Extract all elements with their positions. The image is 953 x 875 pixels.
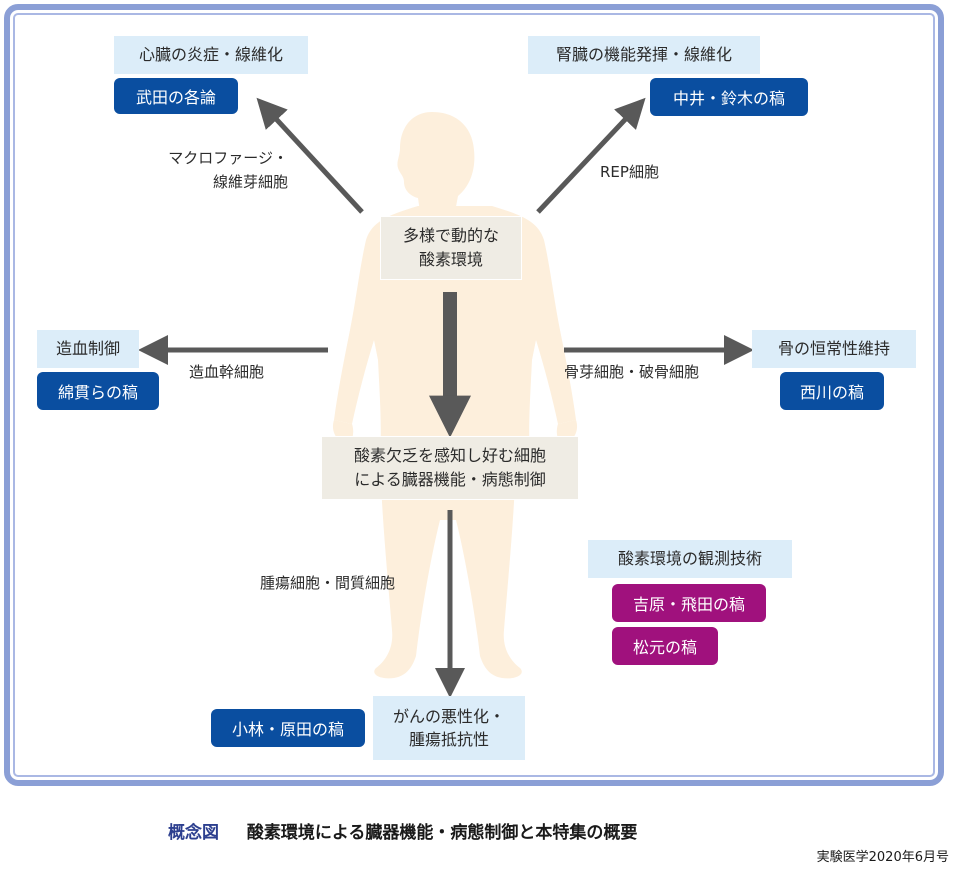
diagram-frame	[4, 4, 944, 786]
measurement-author-badge-2[interactable]: 松元の稿	[612, 627, 718, 665]
source-citation: 実験医学2020年6月号	[816, 850, 949, 865]
heart-author-badge[interactable]: 武田の各論	[114, 78, 238, 114]
cancer-topic-line2: 腫瘍抵抗性	[408, 730, 489, 749]
bone-topic-label: 骨の恒常性維持	[752, 330, 916, 368]
heart-cells-line2: 線維芽細胞	[212, 173, 288, 191]
head	[397, 112, 475, 212]
blood-author-badge[interactable]: 綿貫らの稿	[37, 372, 159, 410]
heart-cells-line1: マクロファージ・	[168, 149, 288, 167]
legs	[374, 460, 522, 679]
cancer-topic-line1: がんの悪性化・	[392, 706, 505, 726]
heart-topic-label: 心臓の炎症・線維化	[114, 36, 308, 74]
kidney-author-badge[interactable]: 中井・鈴木の稿	[650, 78, 808, 116]
figure-caption: 概念図 酸素環境による臓器機能・病態制御と本特集の概要	[168, 818, 637, 843]
hypoxia-cells-box: 酸素欠乏を感知し好む細胞 による臓器機能・病態制御	[321, 436, 579, 500]
blood-topic-label: 造血制御	[37, 330, 139, 368]
hypoxia-cells-line1: 酸素欠乏を感知し好む細胞	[353, 446, 546, 465]
hypoxia-cells-line2: による臓器機能・病態制御	[354, 470, 546, 489]
oxygen-environment-line1: 多様で動的な	[402, 226, 499, 245]
kidney-cells-note: REP細胞	[600, 163, 659, 181]
arrow-to-heart	[256, 97, 364, 214]
measurement-topic-label: 酸素環境の観測技術	[588, 540, 792, 578]
cancer-author-badge[interactable]: 小林・原田の稿	[211, 709, 365, 747]
blood-cells-note: 造血幹細胞	[189, 363, 265, 381]
figure-label: 概念図	[168, 823, 219, 843]
bone-author-badge[interactable]: 西川の稿	[780, 372, 884, 410]
cancer-cells-note: 腫瘍細胞・間質細胞	[260, 574, 396, 592]
oxygen-environment-line2: 酸素環境	[418, 250, 483, 269]
cancer-topic-label: がんの悪性化・ 腫瘍抵抗性	[373, 696, 525, 760]
measurement-author-badge-1[interactable]: 吉原・飛田の稿	[612, 584, 766, 622]
heart-cells-note: マクロファージ・ 線維芽細胞	[140, 146, 288, 194]
arrow-to-kidney	[536, 97, 646, 214]
oxygen-environment-box: 多様で動的な 酸素環境	[380, 216, 522, 280]
figure-title: 酸素環境による臓器機能・病態制御と本特集の概要	[246, 823, 638, 843]
bone-cells-note: 骨芽細胞・破骨細胞	[564, 363, 700, 381]
kidney-topic-label: 腎臓の機能発揮・線維化	[528, 36, 760, 74]
